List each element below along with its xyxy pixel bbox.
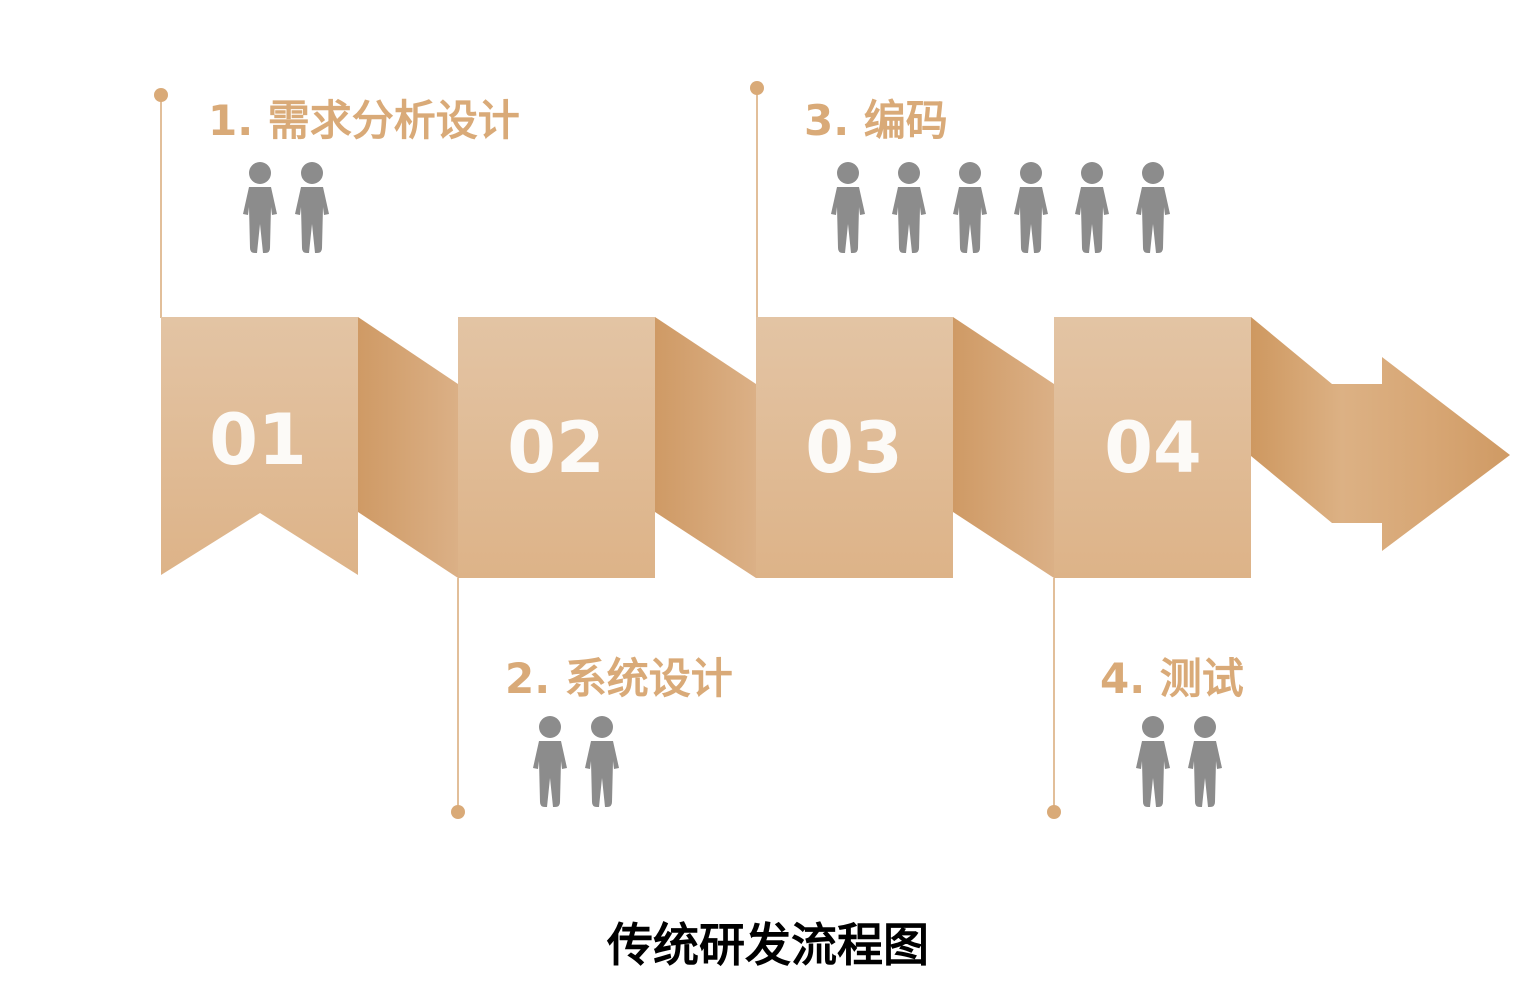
- step-number-2: 02: [507, 407, 605, 489]
- people-group-3: [831, 162, 1170, 254]
- person-icon: [1014, 162, 1048, 254]
- leader-dot-1: [154, 88, 168, 102]
- people-group-4: [1136, 716, 1222, 808]
- person-icon: [1188, 716, 1222, 808]
- step-block-4: [1054, 317, 1251, 578]
- leader-lines: [154, 81, 1061, 819]
- step-label-4: 4. 测试: [1100, 654, 1244, 703]
- person-icon: [1136, 162, 1170, 254]
- step-label-3: 3. 编码: [804, 96, 948, 145]
- step-block-1: [161, 317, 358, 575]
- person-icon: [953, 162, 987, 254]
- person-icon: [1075, 162, 1109, 254]
- person-icon: [831, 162, 865, 254]
- step-number-3: 03: [805, 407, 903, 489]
- fold-1: [358, 317, 458, 578]
- step-number-4: 04: [1104, 407, 1202, 489]
- person-icon: [533, 716, 567, 808]
- people-group-1: [243, 162, 329, 254]
- leader-dot-3: [750, 81, 764, 95]
- step-block-2: [458, 317, 655, 578]
- step-number-1: 01: [209, 399, 307, 481]
- person-icon: [295, 162, 329, 254]
- fold-2: [655, 317, 756, 578]
- step-blocks: [161, 317, 1251, 578]
- step-block-3: [756, 317, 953, 578]
- leader-dot-2: [451, 805, 465, 819]
- person-icon: [1136, 716, 1170, 808]
- person-icon: [892, 162, 926, 254]
- step-label-1: 1. 需求分析设计: [208, 96, 520, 145]
- leader-dot-4: [1047, 805, 1061, 819]
- final-arrow: [1251, 317, 1510, 551]
- fold-connectors: [358, 317, 1054, 578]
- people-group-2: [533, 716, 619, 808]
- diagram-title: 传统研发流程图: [607, 918, 929, 972]
- fold-3: [953, 317, 1054, 578]
- step-label-2: 2. 系统设计: [505, 654, 733, 703]
- person-icon: [585, 716, 619, 808]
- person-icon: [243, 162, 277, 254]
